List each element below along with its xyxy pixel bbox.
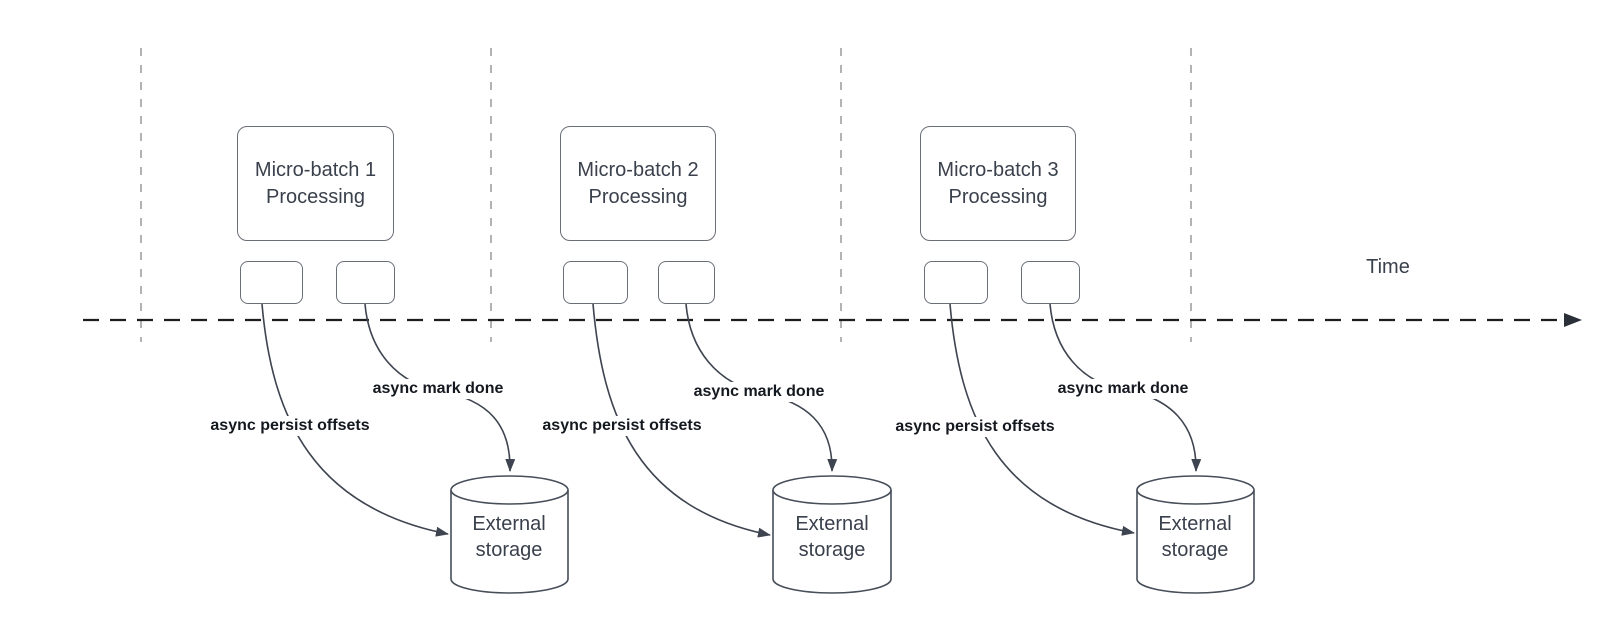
micro-batch-1-done-task-box	[336, 261, 395, 304]
timeline-arrowhead-icon	[1564, 313, 1582, 327]
persist-offsets-arrow-1	[261, 303, 449, 537]
persist-offsets-label-2: async persist offsets	[538, 416, 706, 436]
persist-offsets-label-1: async persist offsets	[206, 416, 374, 436]
micro-batch-2-done-task-box	[658, 261, 715, 304]
persist-offsets-label-3: async persist offsets	[891, 417, 1059, 437]
persist-offsets-arrow-2	[592, 303, 771, 538]
micro-batch-3-processing-box: Micro-batch 3 Processing	[920, 126, 1076, 241]
external-storage-label-2: External storage	[795, 513, 869, 561]
persist-offsets-arrow-3	[949, 303, 1135, 536]
mark-done-label-1: async mark done	[368, 379, 508, 399]
external-storage-cylinder-2	[772, 475, 892, 594]
micro-batch-2-processing-box: Micro-batch 2 Processing	[560, 126, 716, 241]
micro-batch-3-done-task-box	[1021, 261, 1080, 304]
external-storage-label-3: External storage	[1158, 513, 1232, 561]
mark-done-label-2: async mark done	[689, 382, 829, 402]
external-storage-cylinder-1	[450, 475, 569, 594]
micro-batch-3-offset-task-box	[924, 261, 988, 304]
external-storage-label-1: External storage	[472, 513, 546, 561]
time-axis-label: Time	[1366, 256, 1410, 278]
external-storage-cylinder-3	[1136, 475, 1255, 594]
micro-batch-1-offset-task-box	[240, 261, 303, 304]
mark-done-label-3: async mark done	[1053, 379, 1193, 399]
micro-batch-2-offset-task-box	[563, 261, 628, 304]
micro-batch-1-processing-box: Micro-batch 1 Processing	[237, 126, 394, 241]
